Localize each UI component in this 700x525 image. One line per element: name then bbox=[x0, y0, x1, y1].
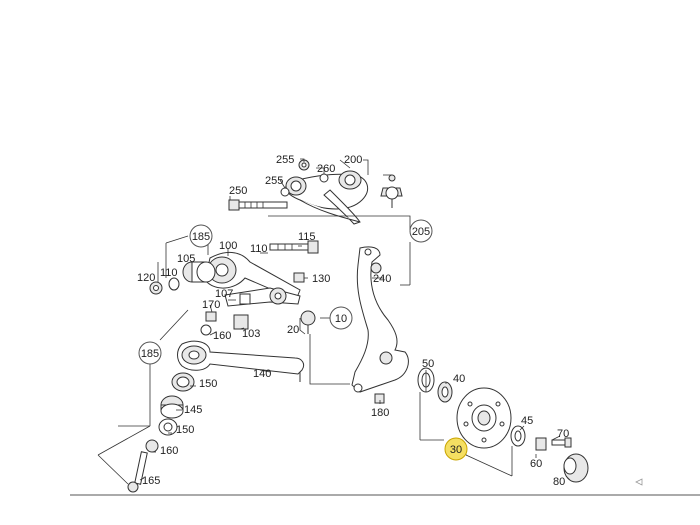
washer-260[interactable] bbox=[319, 173, 329, 183]
bolt-165[interactable] bbox=[127, 451, 148, 493]
label-160-lower[interactable]: 160 bbox=[160, 445, 178, 457]
bolt-115[interactable] bbox=[269, 240, 319, 254]
bushing-150-lower[interactable] bbox=[158, 418, 178, 436]
label-103[interactable]: 103 bbox=[242, 328, 260, 340]
label-160-upper[interactable]: 160 bbox=[213, 330, 231, 342]
label-250[interactable]: 250 bbox=[229, 185, 247, 197]
part-labels: 255 260 200 250 255 100 110 115 105 110 … bbox=[137, 154, 569, 488]
callout-185-bottom[interactable]: 185 bbox=[138, 341, 162, 365]
label-150-lower[interactable]: 150 bbox=[176, 424, 194, 436]
label-120[interactable]: 120 bbox=[137, 272, 155, 284]
label-255-side[interactable]: 255 bbox=[265, 175, 283, 187]
label-140[interactable]: 140 bbox=[253, 368, 271, 380]
bushing-105[interactable] bbox=[182, 261, 216, 283]
label-20[interactable]: 20 bbox=[287, 324, 299, 336]
label-255-top[interactable]: 255 bbox=[276, 154, 294, 166]
nut-255-top[interactable] bbox=[298, 159, 310, 171]
label-70[interactable]: 70 bbox=[557, 428, 569, 440]
label-45[interactable]: 45 bbox=[521, 415, 533, 427]
label-110-mid[interactable]: 110 bbox=[250, 243, 268, 255]
bolt-70[interactable] bbox=[551, 437, 572, 448]
callout-205[interactable]: 205 bbox=[409, 219, 433, 243]
label-30: 30 bbox=[450, 444, 462, 456]
label-105[interactable]: 105 bbox=[177, 253, 195, 265]
label-185-bottom: 185 bbox=[141, 348, 159, 360]
ball-joint-200[interactable] bbox=[380, 174, 403, 208]
bushing-103[interactable] bbox=[233, 314, 249, 330]
nut-240[interactable] bbox=[370, 262, 382, 274]
label-40[interactable]: 40 bbox=[453, 373, 465, 385]
bolt-250[interactable] bbox=[228, 199, 288, 211]
nut-130[interactable] bbox=[293, 272, 305, 283]
label-10: 10 bbox=[335, 313, 347, 325]
tie-rod-140[interactable] bbox=[177, 340, 305, 382]
label-165[interactable]: 165 bbox=[142, 475, 160, 487]
washer-160-lower[interactable] bbox=[145, 439, 159, 453]
label-100[interactable]: 100 bbox=[219, 240, 237, 252]
leader-lines bbox=[97, 158, 571, 485]
callout-185-top[interactable]: 185 bbox=[189, 224, 213, 248]
label-205: 205 bbox=[412, 226, 430, 238]
bushing-145[interactable] bbox=[160, 395, 184, 419]
label-145[interactable]: 145 bbox=[184, 404, 202, 416]
corner-mark bbox=[635, 478, 643, 486]
label-130[interactable]: 130 bbox=[312, 273, 330, 285]
bearing-45[interactable] bbox=[510, 425, 526, 447]
label-240[interactable]: 240 bbox=[373, 273, 391, 285]
steering-knuckle-10[interactable] bbox=[351, 246, 409, 393]
dust-cap-80[interactable] bbox=[563, 453, 589, 483]
washer-110-left[interactable] bbox=[168, 277, 180, 291]
upper-control-arm[interactable] bbox=[285, 170, 369, 225]
lower-arm-107[interactable] bbox=[224, 287, 301, 307]
label-80[interactable]: 80 bbox=[553, 476, 565, 488]
nut-120[interactable] bbox=[149, 281, 163, 295]
nut-170[interactable] bbox=[205, 311, 217, 322]
bolt-180[interactable] bbox=[374, 393, 385, 404]
label-150-upper[interactable]: 150 bbox=[199, 378, 217, 390]
label-115[interactable]: 115 bbox=[298, 231, 316, 243]
label-50[interactable]: 50 bbox=[422, 358, 434, 370]
ball-joint-20[interactable] bbox=[300, 310, 316, 334]
label-110-left[interactable]: 110 bbox=[160, 267, 178, 279]
washer-255-side[interactable] bbox=[280, 187, 290, 197]
label-107[interactable]: 107 bbox=[215, 288, 233, 300]
wheel-hub-30[interactable] bbox=[456, 387, 512, 449]
label-185-top: 185 bbox=[192, 231, 210, 243]
washer-160-upper[interactable] bbox=[200, 324, 212, 336]
seal-40[interactable] bbox=[437, 381, 453, 403]
callout-10[interactable]: 10 bbox=[329, 306, 353, 330]
bushing-150-upper[interactable] bbox=[171, 372, 195, 392]
label-260[interactable]: 260 bbox=[317, 163, 335, 175]
label-170[interactable]: 170 bbox=[202, 299, 220, 311]
nut-60[interactable] bbox=[535, 437, 547, 451]
callout-30[interactable]: 30 bbox=[444, 437, 468, 461]
label-200[interactable]: 200 bbox=[344, 154, 362, 166]
label-60[interactable]: 60 bbox=[530, 458, 542, 470]
label-180[interactable]: 180 bbox=[371, 407, 389, 419]
